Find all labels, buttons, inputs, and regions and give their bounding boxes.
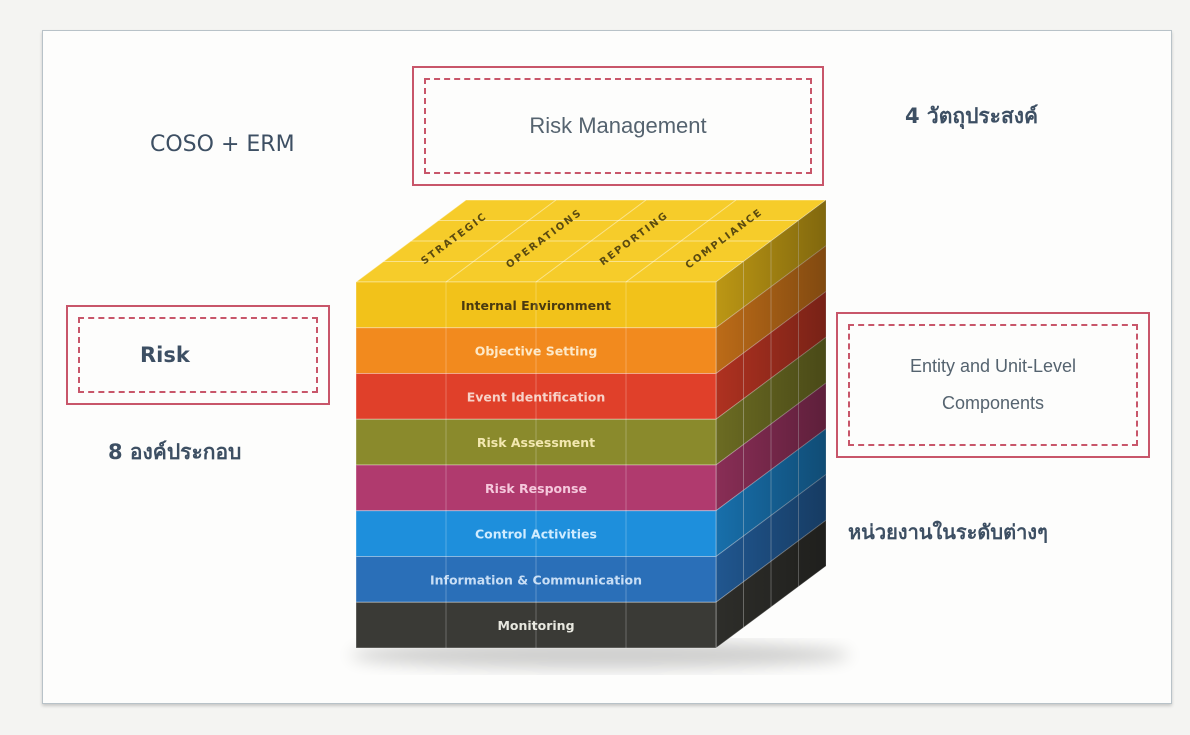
component-band — [355, 418, 717, 466]
component-label: Objective Setting — [475, 344, 598, 359]
risk-box: Risk — [66, 305, 330, 405]
cube-right-face — [715, 199, 827, 649]
top-grid-line — [625, 199, 737, 283]
coso-erm-label: COSO + ERM — [150, 132, 295, 157]
unit-levels-label: หน่วยงานในระดับต่างๆ — [848, 520, 1048, 544]
component-label: Monitoring — [497, 618, 574, 633]
entity-unit-box: Entity and Unit-Level Components — [836, 312, 1150, 458]
component-label: Internal Environment — [461, 298, 611, 313]
entity-text-line1: Entity and Unit-Level — [909, 356, 1077, 376]
top-grid-line — [445, 199, 557, 283]
component-label: Information & Communication — [430, 572, 642, 587]
risk-management-box: Risk Management — [412, 66, 824, 186]
objectives-count-label: 4 วัตถุประสงค์ — [905, 104, 1039, 128]
entity-text-line2: Components — [941, 393, 1045, 413]
component-band — [355, 281, 717, 329]
component-label: Control Activities — [475, 527, 597, 542]
component-band — [355, 327, 717, 374]
component-label: Risk Response — [485, 481, 587, 496]
component-band — [355, 373, 717, 420]
side-shading — [716, 200, 826, 648]
top-grid-line — [535, 199, 647, 283]
component-band — [355, 556, 717, 603]
component-band — [355, 601, 717, 649]
component-band — [355, 510, 717, 557]
component-label: Risk Assessment — [477, 435, 595, 450]
components-count-label: 8 องค์ประกอบ — [108, 440, 242, 464]
risk-management-text: Risk Management — [529, 113, 707, 138]
risk-text: Risk — [140, 343, 190, 367]
component-band — [355, 464, 717, 512]
component-label: Event Identification — [467, 389, 605, 404]
